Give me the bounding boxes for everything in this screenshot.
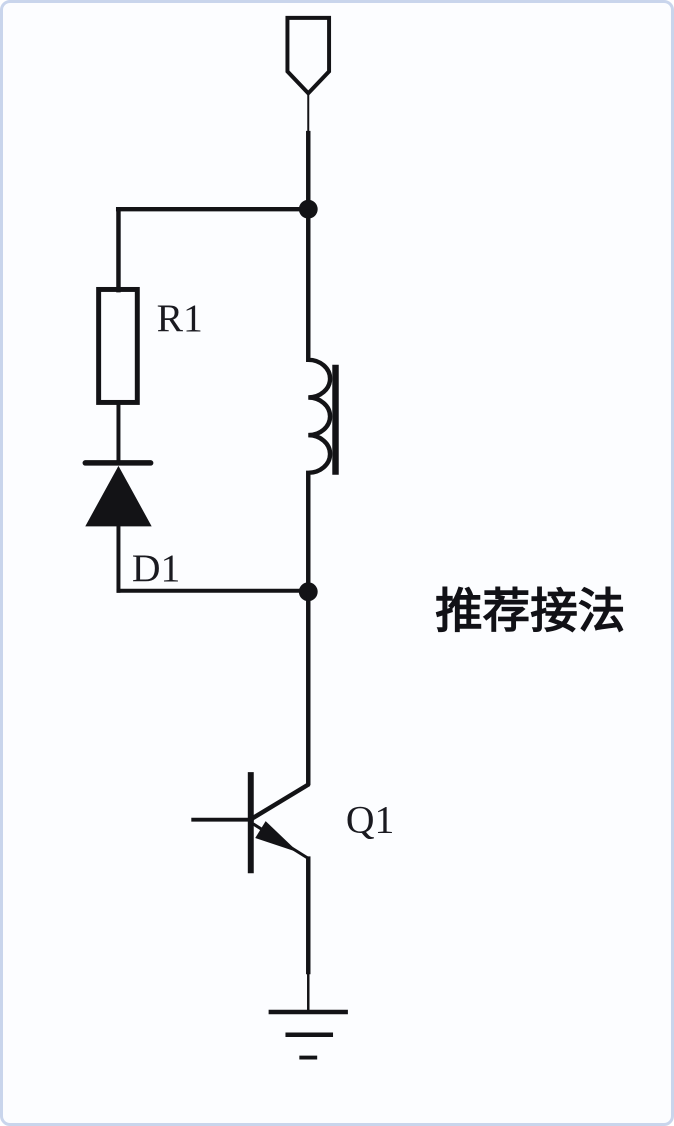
diode-symbol: D1 [82, 460, 180, 590]
annotation-text: 推荐接法 [435, 585, 625, 638]
diode-anode-triangle [85, 465, 152, 527]
power-terminal-outline [285, 15, 332, 97]
transistor-emitter-arrow [255, 821, 299, 853]
resistor-label: R1 [157, 296, 203, 340]
transistor-label: Q1 [346, 798, 394, 842]
diode-label: D1 [132, 546, 180, 590]
inductor-symbol [306, 209, 339, 593]
transistor-collector-diagonal [250, 782, 311, 821]
power-terminal-icon [285, 15, 332, 214]
resistor-symbol: R1 [96, 286, 203, 405]
schematic-canvas: R1 D1 推荐接法 Q1 [82, 15, 625, 1060]
resistor-body [96, 286, 140, 405]
ground-icon [268, 1009, 348, 1060]
npn-transistor-symbol: Q1 [191, 772, 394, 874]
inductor-coil [306, 209, 333, 593]
